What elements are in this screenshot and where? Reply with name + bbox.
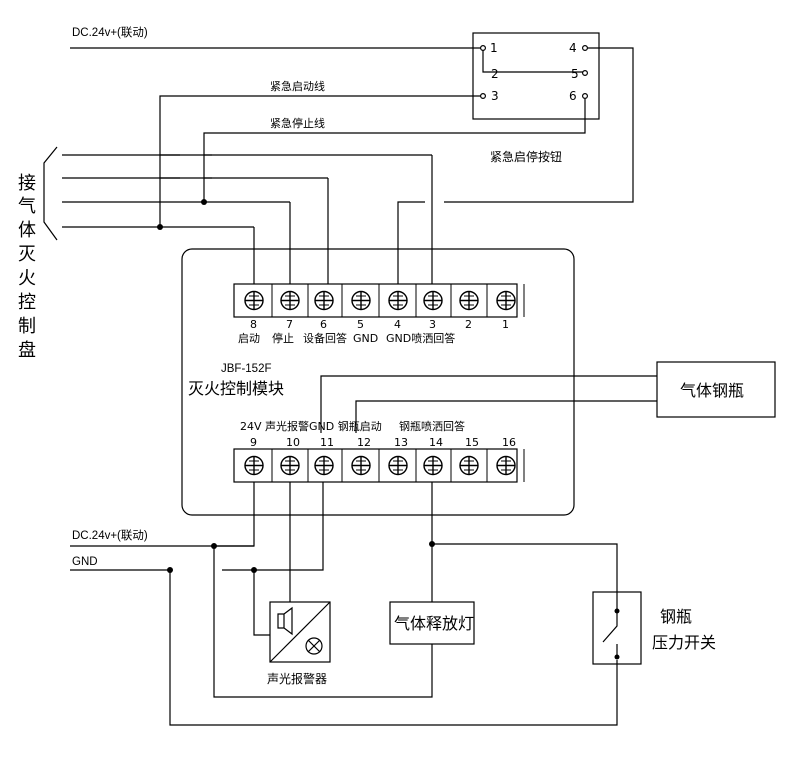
bottom-terminal-number-5: 13	[394, 436, 408, 449]
bottom-terminal-strip: 9 10 11 12 13 14 15 16	[233, 436, 525, 483]
release-light-box	[389, 601, 475, 645]
release-light-label: 气体释放灯	[394, 614, 474, 633]
junction-dot	[429, 541, 435, 547]
button-terminal-4: 4	[569, 41, 577, 55]
top-supply-label: DC.24v+(联动)	[72, 25, 148, 39]
button-terminal-labels: 1 2 3 4 5 6	[490, 41, 579, 103]
panel-label-4: 灭	[18, 244, 36, 265]
junction-dot	[201, 199, 207, 205]
emergency-stop-label: 紧急停止线	[270, 116, 325, 130]
top-func-label: 启动	[238, 332, 260, 345]
bottom-terminal-number-7: 15	[465, 436, 479, 449]
panel-label-7: 制	[18, 316, 36, 337]
bottom-terminal-number-4: 12	[357, 436, 371, 449]
button-terminal-3: 3	[491, 89, 499, 103]
gas-cylinder-label: 气体钢瓶	[680, 381, 744, 400]
button-terminal-5: 5	[571, 67, 579, 81]
panel-label-1: 接	[18, 173, 36, 194]
spray-answer-link	[444, 47, 634, 203]
switch-icon	[602, 611, 618, 643]
button-terminal-6: 6	[569, 89, 577, 103]
panel-label-8: 盘	[18, 340, 36, 361]
top-terminal-number-1: 8	[250, 318, 257, 331]
bottom-supply-label: DC.24v+(联动)	[72, 528, 148, 542]
button-terminal-1: 1	[490, 41, 498, 55]
emergency-stop-line	[203, 99, 586, 202]
top-func-label: GND喷洒回答	[386, 331, 455, 345]
top-terminal-number-5: 4	[394, 318, 401, 331]
panel-label-6: 控	[18, 292, 36, 313]
panel-label-2: 气	[18, 196, 36, 217]
bottom-terminal-number-1: 9	[250, 436, 257, 449]
junction-dot	[251, 567, 257, 573]
bottom-terminal-number-3: 11	[320, 436, 334, 449]
wire-cylinder-answer	[355, 400, 657, 433]
top-terminal-number-4: 5	[357, 318, 364, 331]
wire-pressure	[432, 543, 618, 610]
top-terminal-number-7: 2	[465, 318, 472, 331]
emergency-start-label: 紧急启动线	[270, 79, 325, 93]
module-name: 灭火控制模块	[188, 379, 284, 398]
top-terminal-number-3: 6	[320, 318, 327, 331]
alarm-caption: 声光报警器	[267, 671, 327, 686]
wire-alarm-gnd	[253, 570, 270, 636]
panel-label-5: 火	[18, 268, 36, 289]
module-model: JBF-152F	[221, 363, 272, 375]
gnd-return	[169, 570, 618, 726]
junction-dot	[211, 543, 217, 549]
pressure-switch-box	[592, 591, 642, 665]
pressure-switch-line1: 钢瓶	[660, 607, 692, 626]
top-terminal-number-6: 3	[429, 318, 436, 331]
button-terminal-2: 2	[491, 67, 499, 81]
gnd-label: GND	[72, 556, 98, 568]
bottom-terminal-number-6: 14	[429, 436, 443, 449]
emergency-button-box	[472, 32, 600, 120]
panel-label-3: 体	[18, 220, 36, 241]
speaker-icon	[277, 606, 293, 636]
bottom-terminal-number-8: 16	[502, 436, 516, 449]
wire-cylinder-start	[320, 375, 657, 433]
top-func-label: 设备回答	[303, 331, 347, 345]
alarm-box	[269, 601, 331, 663]
panel-bracket	[43, 146, 58, 241]
top-func-label: GND	[353, 332, 378, 345]
bottom-func-label: 钢瓶喷洒回答	[399, 419, 465, 433]
pressure-switch-line2: 压力开关	[652, 633, 716, 652]
top-func-label: 停止	[272, 331, 294, 345]
wire-term9	[213, 482, 433, 698]
wire-term4	[397, 201, 425, 284]
emergency-start-line	[159, 95, 481, 227]
top-terminal-strip: 8 7 6 5 4 3 2 1	[233, 283, 525, 331]
control-module-box	[181, 248, 575, 516]
junction-dot	[167, 567, 173, 573]
lamp-icon	[305, 637, 323, 655]
bottom-func-label: 24V 声光报警GND 钢瓶启动	[240, 419, 382, 433]
button-caption: 紧急启停按钮	[490, 149, 562, 164]
wire-term11	[222, 482, 324, 571]
bottom-terminal-number-2: 10	[286, 436, 300, 449]
junction-dot	[157, 224, 163, 230]
button-jumper	[482, 50, 583, 73]
top-terminal-number-2: 7	[286, 318, 293, 331]
top-terminal-number-8: 1	[502, 318, 509, 331]
gas-cylinder-box	[656, 361, 776, 418]
